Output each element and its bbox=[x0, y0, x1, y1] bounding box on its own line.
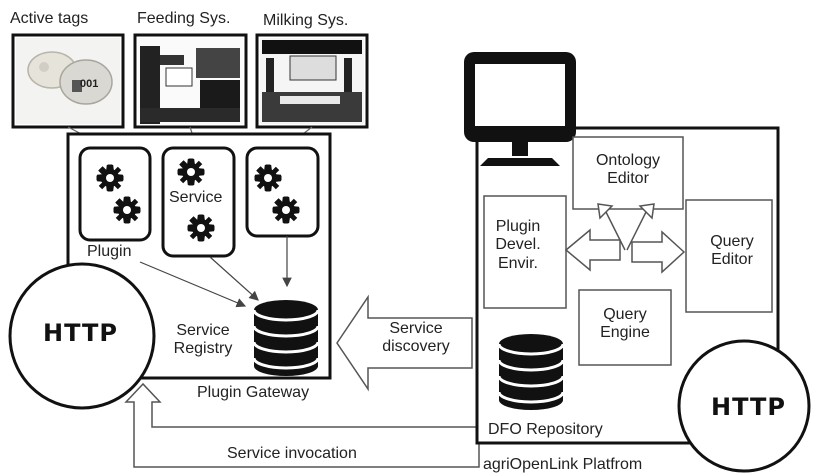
plugin-box bbox=[78, 146, 152, 242]
service-invocation-label: Service invocation bbox=[227, 445, 357, 462]
platform-caption: agriOpenLink Platfrom bbox=[483, 456, 643, 473]
ontology-editor-box bbox=[572, 136, 684, 210]
http-circle-left bbox=[8, 262, 156, 410]
gear-icon bbox=[113, 196, 141, 224]
plugin-box bbox=[245, 146, 320, 238]
active-tags-label: Active tags bbox=[10, 10, 89, 27]
gear-icon bbox=[272, 196, 300, 224]
service-invocation-arrow bbox=[124, 382, 480, 468]
http-circle-right bbox=[677, 339, 811, 473]
gear-icon bbox=[177, 158, 205, 186]
query-editor-label: Query Editor bbox=[710, 233, 754, 269]
service-label: Service bbox=[169, 189, 223, 206]
http-label-left: HTTP bbox=[43, 319, 118, 347]
plugin-gateway-caption: Plugin Gateway bbox=[197, 384, 310, 401]
active-tags-image bbox=[11, 33, 125, 129]
center-arrows bbox=[564, 203, 686, 274]
service-discovery-label: Service discovery bbox=[382, 320, 450, 356]
registration-arrow bbox=[209, 256, 259, 301]
ontology-editor-label: Ontology Editor bbox=[595, 152, 661, 188]
monitor-icon bbox=[464, 52, 576, 166]
gear-icon bbox=[187, 214, 215, 242]
gear-icon bbox=[96, 164, 124, 192]
gear-icon bbox=[254, 164, 282, 192]
tag-number: 001 bbox=[80, 78, 99, 90]
query-engine-box bbox=[578, 289, 672, 366]
registration-arrow bbox=[139, 261, 247, 308]
repository-database-icon bbox=[497, 332, 565, 412]
plugin-devel-box bbox=[483, 195, 567, 309]
query-editor-box bbox=[685, 199, 773, 313]
dfo-repository-label: DFO Repository bbox=[488, 421, 603, 438]
database-icon bbox=[252, 298, 320, 378]
query-engine-label: Query Engine bbox=[600, 306, 650, 342]
milking-system-image bbox=[255, 33, 369, 129]
milking-system-label: Milking Sys. bbox=[263, 12, 349, 29]
service-registry-label: Service Registry bbox=[173, 322, 233, 358]
feeding-system-label: Feeding Sys. bbox=[137, 10, 231, 27]
http-label-right: HTTP bbox=[711, 393, 786, 421]
plugin-devel-label: Plugin Devel. Envir. bbox=[495, 218, 541, 272]
plugin-label: Plugin bbox=[87, 243, 132, 260]
service-discovery-arrow bbox=[336, 294, 473, 392]
feeding-system-image bbox=[133, 33, 248, 129]
